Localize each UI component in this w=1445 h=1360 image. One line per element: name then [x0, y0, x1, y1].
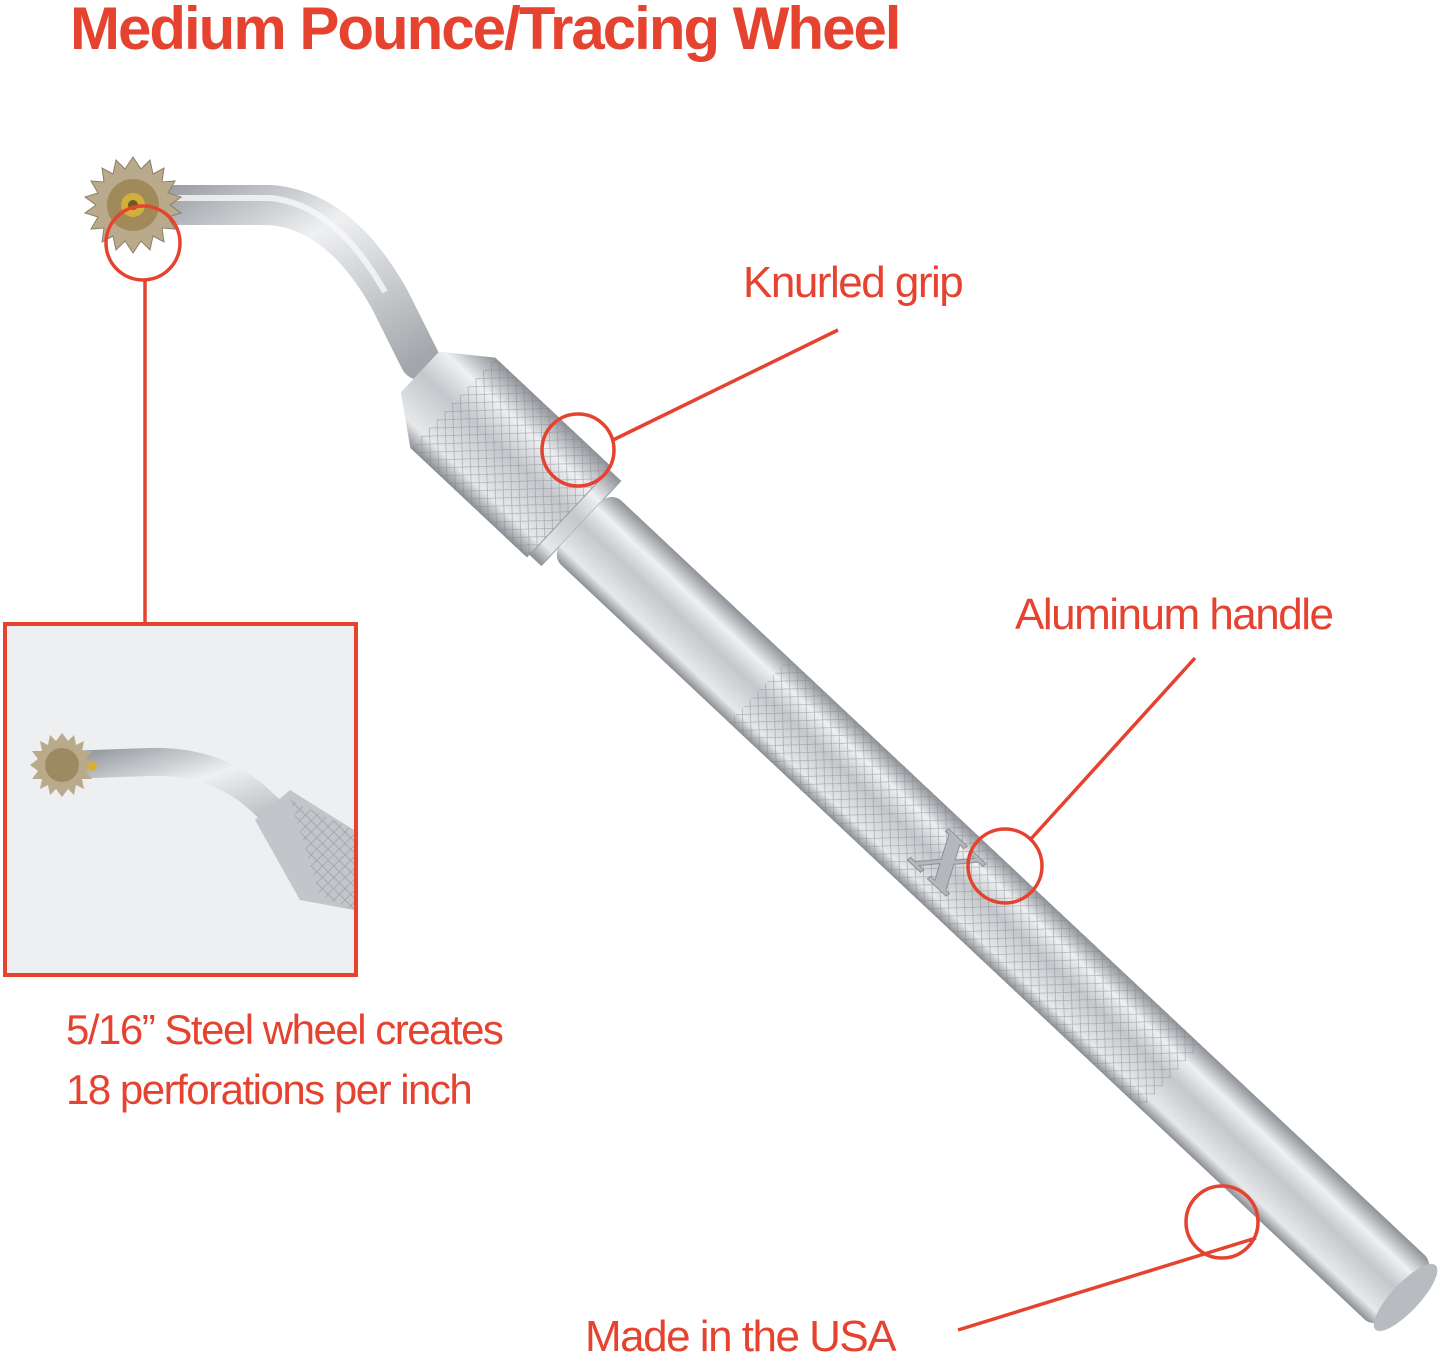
handle-callout-circle — [966, 827, 1044, 905]
wheel-closeup-inset — [3, 622, 358, 977]
callout-markers — [104, 204, 1260, 1332]
usa-callout-circle — [1184, 1184, 1260, 1260]
knurled-handle-section — [728, 658, 1201, 1110]
wheel-callout-circle — [104, 204, 182, 282]
knurled-grip-label: Knurled grip — [743, 258, 964, 307]
collar-ring — [529, 469, 622, 567]
grip-callout-circle — [540, 412, 616, 488]
made-in-usa-label: Made in the USA — [585, 1312, 897, 1360]
steel-wheel-caption-line2: 18 perforations per inch — [66, 1066, 473, 1113]
page-title: Medium Pounce/Tracing Wheel — [70, 0, 901, 62]
aluminum-handle-label: Aluminum handle — [1015, 590, 1334, 639]
collar-cone — [400, 351, 496, 449]
steel-wheel-caption: 5/16” Steel wheel creates 18 perforation… — [66, 1000, 504, 1120]
steel-wheel-caption-line1: 5/16” Steel wheel creates — [66, 1006, 504, 1053]
tracing-wheel — [83, 156, 183, 254]
